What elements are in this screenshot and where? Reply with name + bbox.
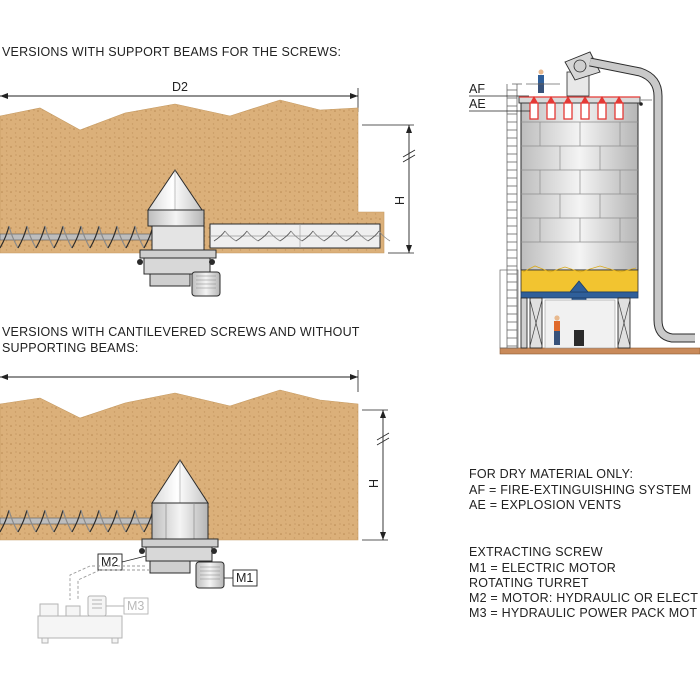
screw-flight-back: [80, 225, 91, 249]
screw-flight-back: [134, 225, 145, 249]
top-rotating-turret: [137, 169, 217, 287]
m3-label: M3: [127, 599, 144, 613]
top-h-label: H: [393, 196, 407, 205]
screw-flight: [71, 225, 82, 249]
hydraulic-power-pack: [37, 595, 123, 644]
ground: [499, 347, 700, 355]
bottom-electric-motor: [195, 561, 225, 589]
person-at-base-icon: [554, 315, 560, 345]
screw-flight: [0, 509, 10, 533]
screw-flight-back: [62, 509, 73, 533]
screw-flight: [53, 225, 64, 249]
screw-flight-back: [26, 509, 37, 533]
screw-flight-back: [116, 509, 127, 533]
screw-flight: [345, 230, 358, 242]
legend-dry-heading: FOR DRY MATERIAL ONLY:: [469, 467, 634, 481]
screw-flight-back: [80, 509, 91, 533]
d2-arrow-right: [350, 93, 358, 99]
screw-flight: [125, 225, 136, 249]
bottom-h-label: H: [367, 479, 381, 488]
screw-flight: [257, 230, 270, 242]
screw-flight: [235, 230, 248, 242]
screw-flight-back: [98, 225, 109, 249]
bottom-diagram: M2 M1 M3 H: [0, 370, 390, 644]
screw-flight-back: [44, 509, 55, 533]
screw-flight-back: [378, 230, 391, 242]
fire-extinguishing-nozzles: [530, 96, 623, 103]
screw-flight-back: [62, 225, 73, 249]
legend-m3-line: M3 = HYDRAULIC POWER PACK MOT: [469, 606, 698, 620]
legend-m2-line: M2 = MOTOR: HYDRAULIC OR ELECT: [469, 591, 699, 605]
screw-flight-back: [268, 230, 281, 242]
screw-flight: [107, 225, 118, 249]
screw-flight: [35, 509, 46, 533]
d2-arrow-left: [0, 93, 8, 99]
screw-flight-back: [8, 225, 19, 249]
top-extracting-screw: [0, 225, 163, 249]
d2-label: D2: [172, 80, 188, 94]
screw-flight: [35, 225, 46, 249]
legend-ae-line: AE = EXPLOSION VENTS: [469, 498, 622, 512]
screw-flight: [301, 230, 314, 242]
screw-flight: [0, 225, 10, 249]
screw-flight: [323, 230, 336, 242]
screw-flight-back: [356, 230, 369, 242]
top-electric-motor: [191, 271, 221, 297]
screw-flight: [17, 225, 28, 249]
screw-flight: [213, 230, 226, 242]
screw-flight: [125, 509, 136, 533]
screw-flight: [279, 230, 292, 242]
screw-flight: [17, 509, 28, 533]
silo-illustration: AF AE: [469, 51, 700, 355]
m1-label: M1: [236, 571, 253, 585]
screw-flight-back: [290, 230, 303, 242]
screw-flight-back: [116, 225, 127, 249]
bottom-section-title-line1: VERSIONS WITH CANTILEVERED SCREWS AND WI…: [2, 325, 360, 339]
legend-m1-line: M1 = ELECTRIC MOTOR: [469, 561, 616, 575]
bottom-rotating-turret: [139, 459, 219, 574]
person-on-roof-icon: [538, 69, 544, 93]
bottom-section-title-line2: SUPPORTING BEAMS:: [2, 341, 139, 355]
top-diagram: D2: [0, 80, 416, 297]
screw-flight-back: [134, 509, 145, 533]
screw-flight: [89, 225, 100, 249]
screw-flight: [107, 509, 118, 533]
access-ladder: [506, 84, 518, 348]
screw-flight-back: [8, 509, 19, 533]
screw-flight-back: [312, 230, 325, 242]
screw-flight: [53, 509, 64, 533]
m3-label-box: [123, 597, 149, 615]
screw-flight: [71, 509, 82, 533]
screw-flight-back: [334, 230, 347, 242]
top-section-title: VERSIONS WITH SUPPORT BEAMS FOR THE SCRE…: [2, 45, 342, 59]
screw-flight-back: [98, 509, 109, 533]
top-material-pile: [0, 99, 385, 254]
screw-flight: [367, 230, 380, 242]
screw-flight-back: [26, 225, 37, 249]
screw-flight: [89, 509, 100, 533]
screw-flight-back: [246, 230, 259, 242]
af-label: AF: [469, 82, 485, 96]
m2-label: M2: [101, 555, 118, 569]
silo-body: [520, 99, 639, 271]
screw-flight-back: [224, 230, 237, 242]
legend-turret-line: ROTATING TURRET: [469, 576, 589, 590]
ae-label: AE: [469, 97, 486, 111]
legend-af-line: AF = FIRE-EXTINGUISHING SYSTEM: [469, 483, 692, 497]
legend-screw-heading: EXTRACTING SCREW: [469, 545, 603, 559]
screw-flight-back: [44, 225, 55, 249]
